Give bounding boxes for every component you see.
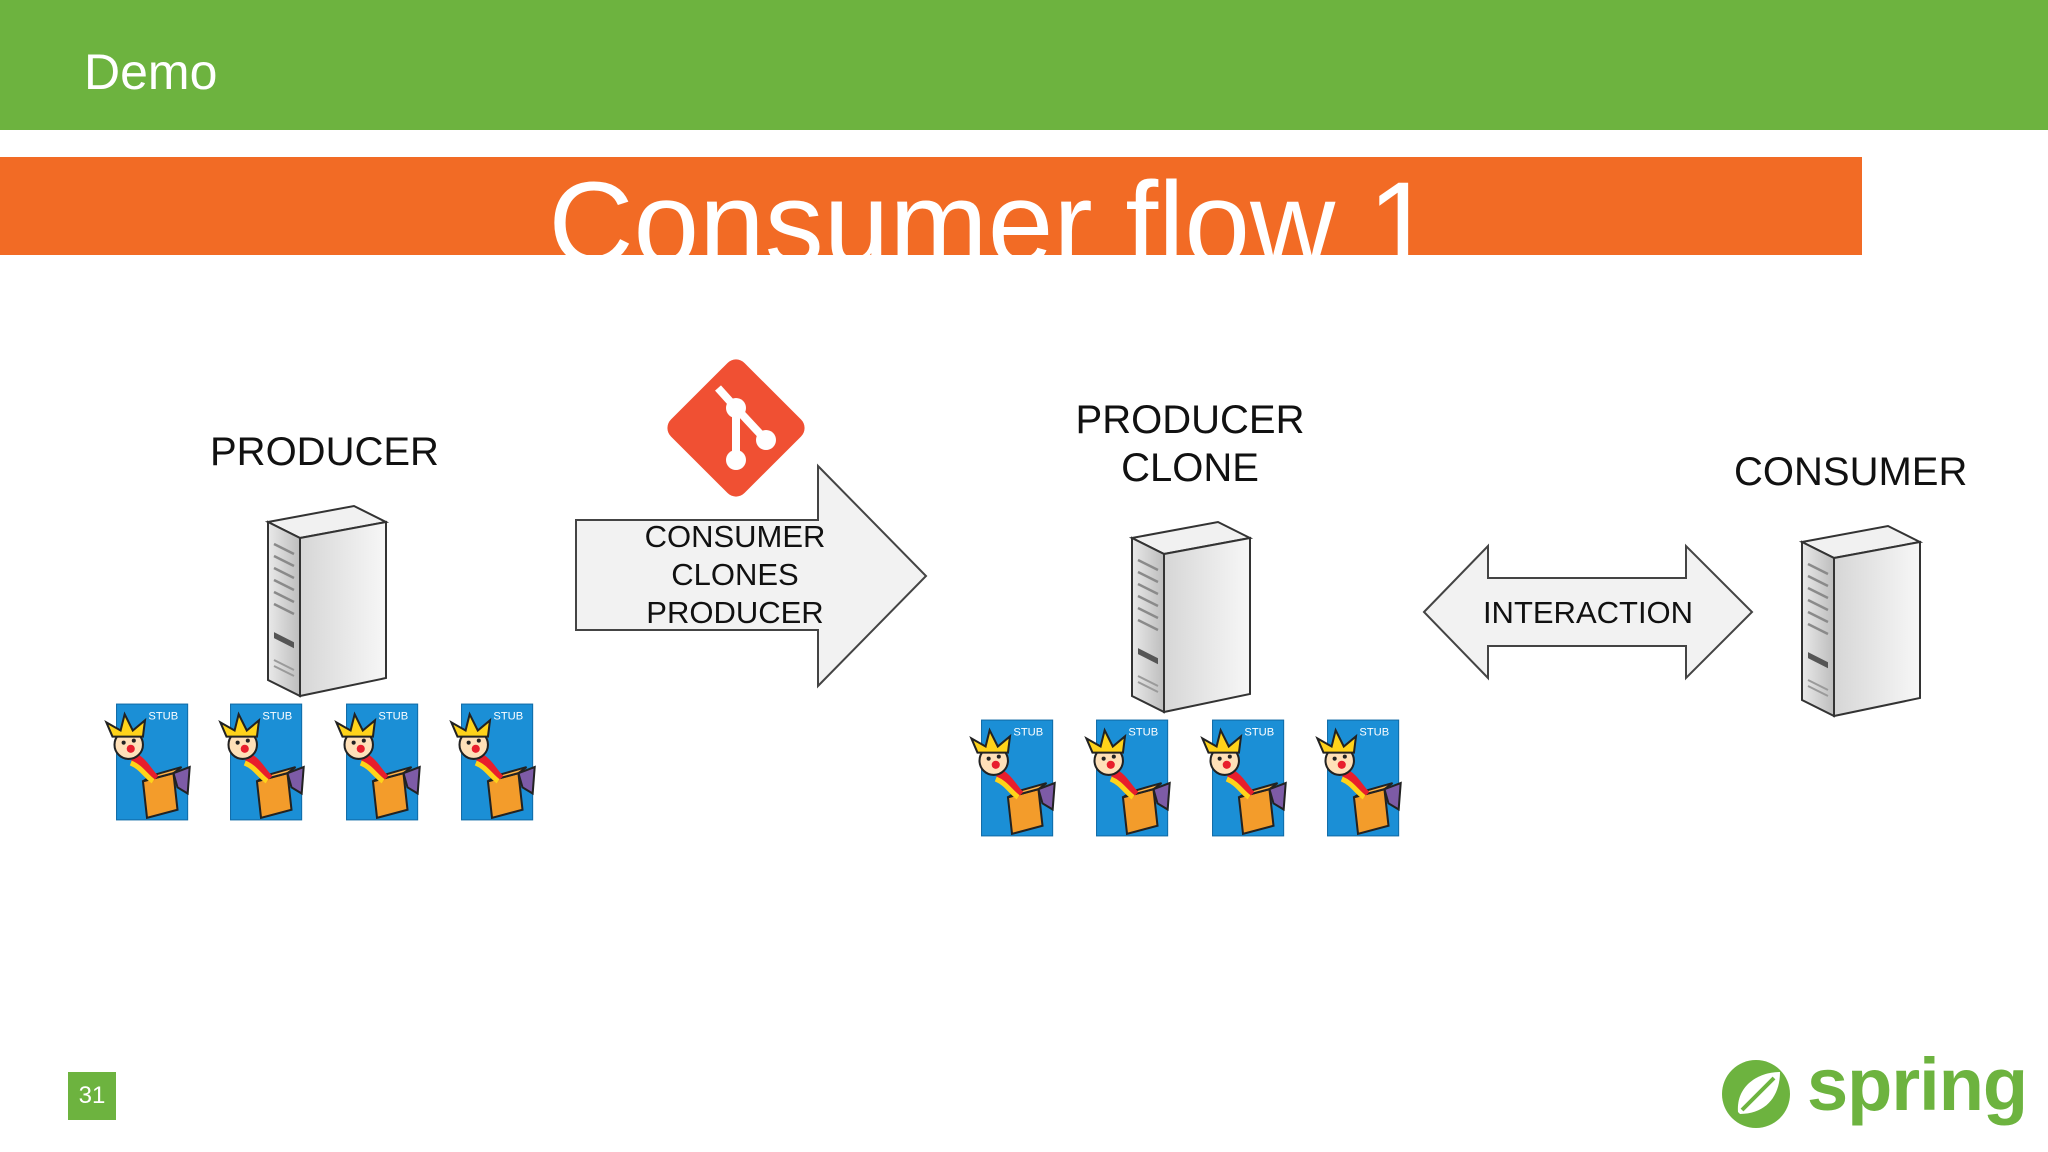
- producer-server-icon: [262, 500, 392, 700]
- slide-title: Consumer flow 1: [548, 158, 1434, 255]
- stub-icon: [1309, 716, 1405, 842]
- interaction-label: INTERACTION: [1482, 595, 1694, 630]
- consumer-server-icon: [1796, 520, 1926, 720]
- spring-leaf-icon: [1722, 1060, 1790, 1128]
- page-number: 31: [68, 1072, 116, 1120]
- clone-arrow-line: PRODUCER: [646, 595, 824, 630]
- spring-logo-text: spring: [1807, 1043, 2028, 1126]
- producer-clone-line: CLONE: [1121, 446, 1259, 490]
- section-title: Demo: [84, 44, 218, 100]
- stub-icon: [212, 700, 308, 826]
- producer-label: PRODUCER: [210, 430, 439, 474]
- producer-clone-server-icon: [1126, 516, 1256, 716]
- stub-icon: [328, 700, 424, 826]
- header-bar: [0, 0, 2048, 130]
- git-logo-icon: [667, 359, 805, 497]
- producer-clone-label: PRODUCER CLONE: [1060, 396, 1320, 492]
- producer-clone-line: PRODUCER: [1075, 398, 1305, 442]
- clone-arrow-line: CONSUMER: [644, 519, 826, 554]
- stub-icon: [443, 700, 539, 826]
- stub-icon: [98, 700, 194, 826]
- stub-icon: [963, 716, 1059, 842]
- consumer-label: CONSUMER: [1734, 450, 1968, 494]
- clone-arrow-line: CLONES: [671, 557, 799, 592]
- title-banner: Consumer flow 1: [0, 157, 1862, 255]
- clone-arrow: [575, 463, 928, 689]
- stub-icon: [1194, 716, 1290, 842]
- stub-icon: [1078, 716, 1174, 842]
- interaction-arrow: [1422, 543, 1754, 681]
- clone-arrow-label: CONSUMER CLONES PRODUCER: [580, 518, 890, 632]
